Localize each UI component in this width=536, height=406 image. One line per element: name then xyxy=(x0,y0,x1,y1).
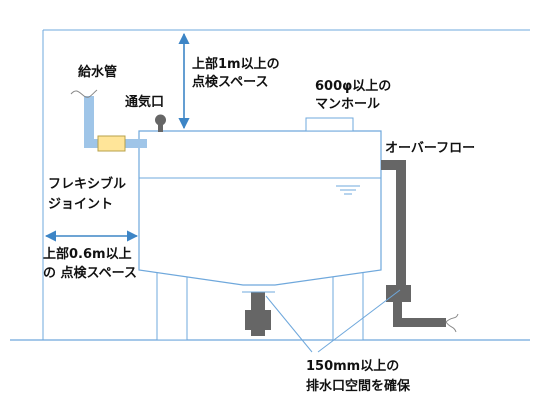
top-clearance-label-2: 点検スペース xyxy=(192,75,269,90)
supply-pipe-label: 給水管 xyxy=(78,65,118,80)
side-clearance-label-1: 上部0.6m以上 xyxy=(43,247,132,262)
tank-body xyxy=(138,130,382,286)
drain-space-pointer-2 xyxy=(317,289,401,353)
manhole-label-1: 600φ以上の xyxy=(315,79,392,94)
flexible-joint-label-1: フレキシブル xyxy=(48,177,127,192)
overflow-pipe xyxy=(381,160,446,327)
vent-cap xyxy=(155,114,166,126)
vent-stem xyxy=(158,125,163,132)
supply-pipe-wave xyxy=(70,89,98,98)
drain-space-pointer-1 xyxy=(265,295,313,353)
overflow-pipe-wave xyxy=(445,313,459,333)
drain-space-label-2: 排水口空間を確保 xyxy=(306,379,411,394)
flexible-joint xyxy=(97,135,126,152)
top-clearance-label-1: 上部1m以上の xyxy=(192,57,280,72)
drain-space-label-1: 150mm以上の xyxy=(306,359,400,374)
manhole xyxy=(305,117,354,132)
flexible-joint-label-2: ジョイント xyxy=(48,197,114,212)
drain-pipe-tail xyxy=(251,318,265,336)
drain-pipe-stem xyxy=(251,292,265,310)
manhole-label-2: マンホール xyxy=(315,97,381,112)
overflow-label: オーバーフロー xyxy=(385,141,476,156)
side-clearance-label-2: の 点検スペース xyxy=(43,266,137,281)
vent-label: 通気口 xyxy=(125,95,165,110)
tank-leg-left xyxy=(156,271,188,341)
supply-pipe-vertical xyxy=(84,96,94,139)
